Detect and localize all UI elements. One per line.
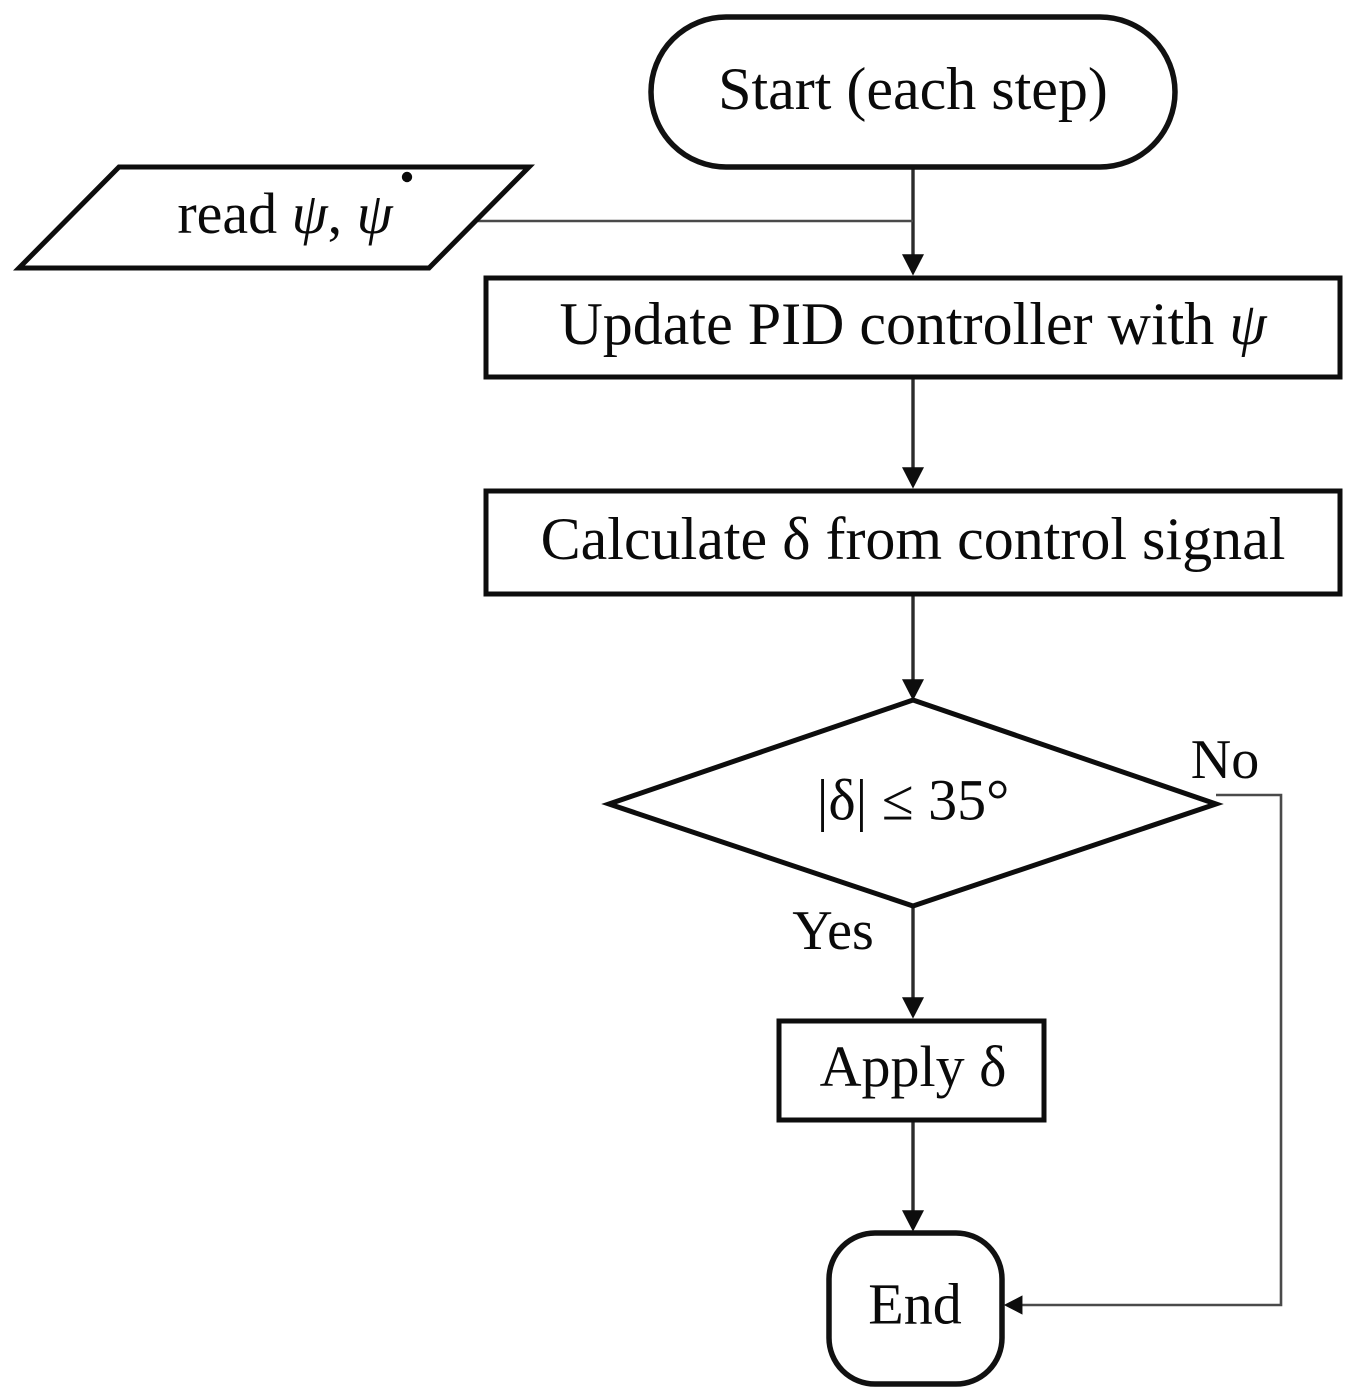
read-input-psi: ψ bbox=[292, 181, 329, 246]
end-node-shape bbox=[826, 1230, 1005, 1387]
read-input-psi-dot: ψ bbox=[357, 181, 394, 246]
read-input-separator: , bbox=[328, 181, 357, 246]
read-input-node-shape bbox=[13, 164, 535, 271]
update-pid-node-shape bbox=[483, 275, 1343, 380]
edge-label-no: No bbox=[1191, 729, 1259, 791]
apply-delta-node-shape bbox=[776, 1018, 1047, 1123]
update-pid-node-label: Update PID controller with ψ bbox=[559, 291, 1268, 357]
calculate-delta-symbol: δ bbox=[782, 506, 810, 572]
calculate-delta-node-shape bbox=[483, 488, 1343, 597]
decision-node-label: |δ| ≤ 35° bbox=[817, 767, 1010, 832]
node-apply-delta[interactable]: Apply δ bbox=[776, 1018, 1047, 1123]
calculate-delta-suffix: from control signal bbox=[810, 506, 1285, 572]
start-node-shape bbox=[648, 14, 1178, 170]
apply-delta-node-label: Apply δ bbox=[820, 1034, 1007, 1099]
calculate-delta-node-label: Calculate δ from control signal bbox=[541, 506, 1286, 572]
node-end[interactable]: End bbox=[826, 1230, 1005, 1387]
apply-delta-symbol: δ bbox=[979, 1034, 1006, 1099]
node-read-input[interactable]: read ψ, ψ bbox=[13, 164, 535, 271]
node-decision[interactable]: |δ| ≤ 35° bbox=[601, 697, 1224, 909]
apply-delta-prefix: Apply bbox=[820, 1034, 980, 1099]
read-input-prefix: read bbox=[177, 181, 291, 246]
decision-node-shape bbox=[601, 697, 1224, 909]
end-node-label: End bbox=[868, 1271, 961, 1336]
psi-dot-accent-icon bbox=[401, 171, 413, 183]
node-calculate-delta[interactable]: Calculate δ from control signal bbox=[483, 488, 1343, 597]
update-pid-symbol: ψ bbox=[1229, 291, 1268, 357]
node-start[interactable]: Start (each step) bbox=[648, 14, 1178, 170]
start-node-label: Start (each step) bbox=[718, 56, 1108, 122]
update-pid-prefix: Update PID controller with bbox=[559, 291, 1229, 357]
edge-label-yes: Yes bbox=[792, 900, 873, 962]
calculate-delta-prefix: Calculate bbox=[541, 506, 783, 572]
edge-decision-no-to-end bbox=[1003, 793, 1283, 1315]
read-input-node-label: read ψ, ψ bbox=[177, 181, 393, 246]
node-update-pid[interactable]: Update PID controller with ψ bbox=[483, 275, 1343, 380]
